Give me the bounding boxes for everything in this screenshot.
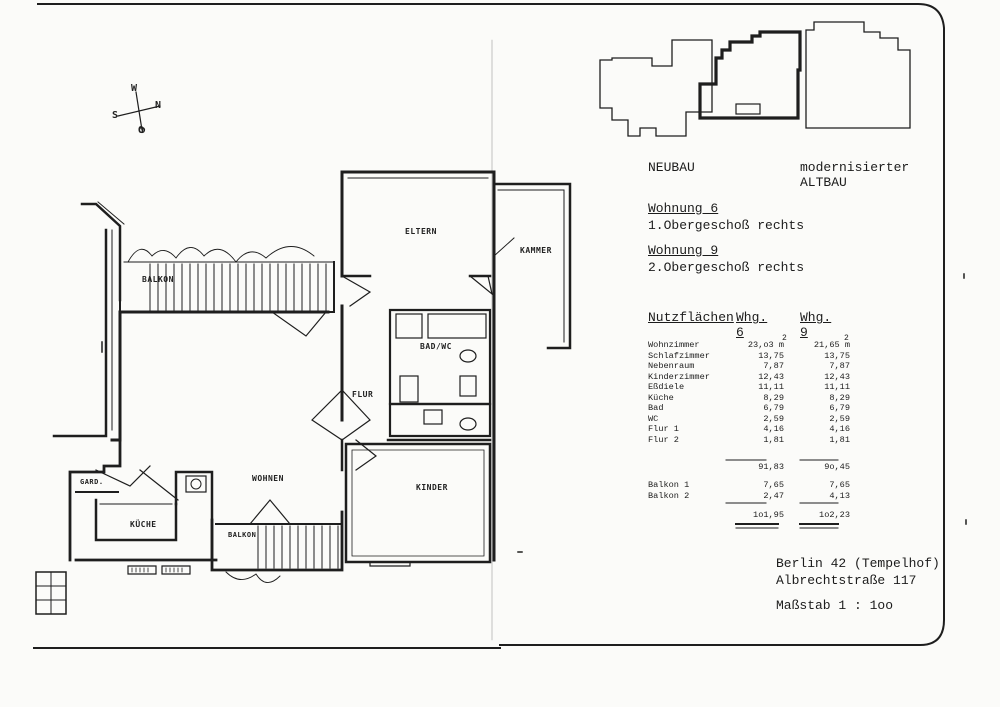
compass-south-label: O — [138, 125, 145, 136]
upper-balcony-railing — [149, 263, 327, 311]
unit-superscript-whg9: 2 — [844, 334, 849, 343]
address-street: Albrechtstraße 117 — [776, 573, 917, 588]
room-label-bad-wc: BAD/WC — [420, 342, 452, 351]
address-city: Berlin 42 (Tempelhof) — [776, 556, 940, 571]
room-label-kammer: KAMMER — [520, 246, 552, 255]
room-label-balkon-top: BALKON — [142, 275, 174, 284]
room-label-flur: FLUR — [352, 390, 374, 399]
room-label-kinder: KINDER — [416, 483, 448, 492]
apartment-6-title: Wohnung 6 — [648, 201, 719, 216]
room-label-gard: GARD. — [80, 478, 104, 486]
table-heading: Nutzflächen — [648, 310, 734, 325]
neubau-label: NEUBAU — [648, 160, 695, 175]
apartment-6-floor: 1.Obergeschoß rechts — [648, 218, 805, 233]
apartment-9-title: Wohnung 9 — [648, 243, 719, 258]
altbau-label-line2: ALTBAU — [800, 175, 847, 190]
altbau-label-line1: modernisierter — [800, 160, 910, 175]
apartment-9-floor: 2.Obergeschoß rechts — [648, 260, 805, 275]
compass-west-label: S — [112, 110, 119, 121]
table-col-whg9: Whg. 9 — [800, 310, 832, 340]
site-plan — [599, 21, 911, 137]
room-label-balkon-bottom: BALKON — [228, 531, 257, 539]
room-label-kueche: KÜCHE — [130, 520, 157, 529]
compass-east-label: N — [155, 100, 162, 111]
compass-north-label: W — [131, 83, 138, 94]
table-col-whg6: Whg. 6 — [736, 310, 768, 340]
scale-label: Maßstab 1 : 1oo — [776, 598, 894, 613]
unit-superscript-whg6: 2 — [782, 334, 787, 343]
lower-balcony-railing — [257, 525, 339, 569]
compass-rose — [117, 91, 161, 134]
room-label-eltern: ELTERN — [405, 227, 437, 236]
room-label-wohnen: WOHNEN — [252, 474, 284, 483]
